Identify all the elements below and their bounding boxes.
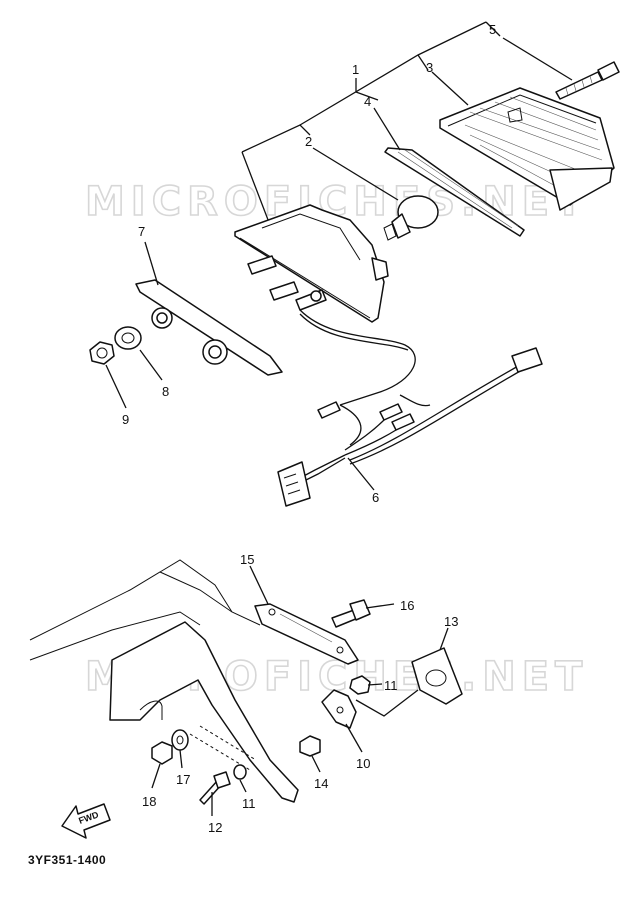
tail-light-lens bbox=[439, 87, 615, 211]
license-bracket bbox=[254, 603, 359, 665]
callout-2: 2 bbox=[305, 134, 312, 149]
callout-labels: 1 2 3 4 5 6 7 8 9 10 11 11 12 13 14 15 1… bbox=[122, 22, 496, 835]
forward-arrow-icon: FWD bbox=[61, 803, 111, 839]
callout-3: 3 bbox=[426, 60, 433, 75]
callout-12: 12 bbox=[208, 820, 222, 835]
rear-fender bbox=[29, 559, 299, 803]
nut-14 bbox=[299, 735, 321, 757]
nut bbox=[89, 341, 115, 365]
lens-gasket bbox=[384, 147, 525, 237]
tail-bracket bbox=[135, 279, 283, 376]
lens-screw bbox=[555, 61, 620, 100]
callout-16: 16 bbox=[400, 598, 414, 613]
callout-5: 5 bbox=[489, 22, 496, 37]
callout-9: 9 bbox=[122, 412, 129, 427]
bracket-bolt bbox=[331, 599, 371, 628]
light-bracket bbox=[321, 689, 357, 729]
callout-4: 4 bbox=[364, 94, 371, 109]
callout-13: 13 bbox=[444, 614, 458, 629]
callout-11-lower: 11 bbox=[242, 796, 256, 811]
bulb bbox=[383, 195, 439, 241]
callout-7: 7 bbox=[138, 224, 145, 239]
leaders-top bbox=[105, 37, 573, 491]
callout-17: 17 bbox=[176, 772, 190, 787]
callout-11-upper: 11 bbox=[384, 678, 398, 693]
group-bracket bbox=[241, 21, 501, 226]
callout-6: 6 bbox=[372, 490, 379, 505]
washer bbox=[171, 729, 189, 751]
callout-8: 8 bbox=[162, 384, 169, 399]
callout-18: 18 bbox=[142, 794, 156, 809]
callout-14: 14 bbox=[314, 776, 328, 791]
license-nut-upper bbox=[349, 675, 371, 695]
diagram-code: 3YF351-1400 bbox=[28, 853, 106, 867]
callout-15: 15 bbox=[240, 552, 254, 567]
collar bbox=[114, 326, 142, 350]
nut-18 bbox=[151, 741, 173, 765]
screw-12 bbox=[199, 771, 231, 805]
license-light bbox=[411, 647, 463, 705]
tail-light-housing bbox=[234, 204, 389, 323]
callout-10: 10 bbox=[356, 756, 370, 771]
callout-1: 1 bbox=[352, 62, 359, 77]
wire-harness bbox=[277, 309, 543, 507]
leaders-bottom bbox=[151, 565, 449, 816]
washer-11-lower bbox=[233, 764, 247, 780]
